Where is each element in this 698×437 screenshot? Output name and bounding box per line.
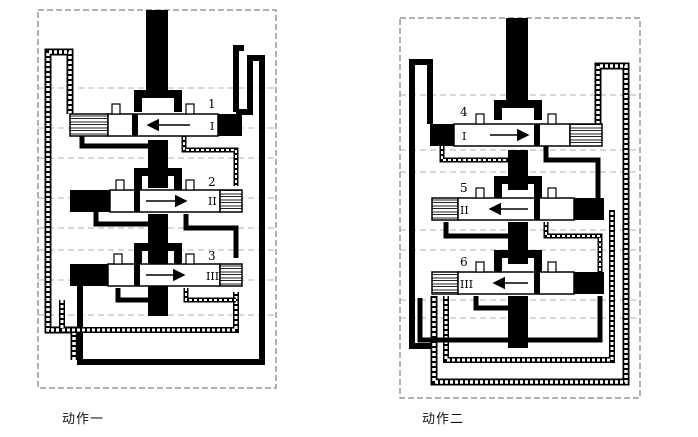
link-pipe (473, 296, 508, 311)
valve-roman: III (206, 270, 219, 283)
link-pipe (183, 214, 239, 258)
link-pipe (543, 146, 601, 198)
crosshead (134, 243, 182, 264)
pressure-pipe-left (409, 59, 434, 349)
valve-roman: I (462, 130, 466, 143)
center-column (146, 10, 168, 90)
valve-1 (69, 103, 242, 137)
link-pipe (443, 222, 508, 239)
valve-6 (431, 261, 604, 295)
center-column (148, 284, 168, 316)
bottom-loop (417, 296, 603, 343)
caption-action-one: 动作一 (62, 412, 105, 427)
crosshead (494, 100, 542, 120)
valve-roman: II (460, 204, 469, 217)
crosshead (134, 90, 182, 112)
valve-roman: III (460, 278, 473, 291)
center-column (508, 296, 528, 348)
link-pipe (115, 288, 148, 303)
crosshead (494, 250, 542, 272)
valve-number: 1 (208, 97, 216, 111)
valve-3 (70, 253, 243, 287)
caption-action-two: 动作二 (422, 412, 465, 427)
center-column (148, 214, 168, 268)
panel-action-two: 4 I 5 II 6 III (399, 17, 641, 399)
bottom-loop (77, 280, 265, 365)
link-pipe (439, 146, 508, 163)
valve-roman: II (208, 195, 217, 208)
pressure-pipe-right (236, 55, 265, 336)
panel-action-one: 1 I 4 2 II 3 III (37, 9, 277, 389)
return-pipe-right (430, 62, 630, 386)
valve-number: 6 (460, 255, 468, 269)
valve-4 (430, 113, 603, 147)
valve-number: 5 (460, 181, 468, 195)
link-pipe (93, 212, 148, 227)
valve-number: 3 (208, 249, 216, 263)
crosshead (134, 168, 182, 190)
valve-2 (70, 179, 243, 213)
valve-5 (431, 187, 604, 221)
link-pipe (183, 288, 236, 303)
valve-number: 2 (208, 175, 216, 189)
crosshead (494, 176, 542, 198)
center-column (506, 18, 528, 100)
center-column (148, 140, 168, 188)
valve-number: 4 (460, 105, 468, 119)
valve-roman: I (210, 120, 214, 133)
